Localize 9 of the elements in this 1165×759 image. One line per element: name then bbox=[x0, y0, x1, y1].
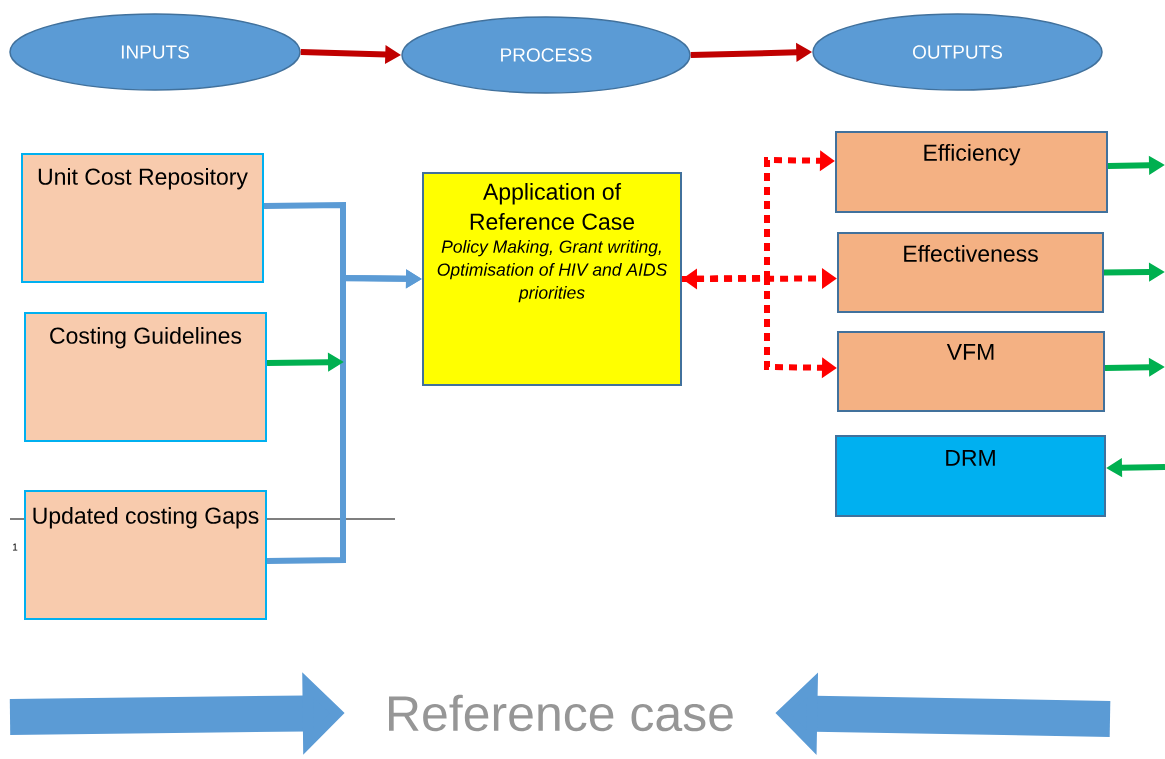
output-box: VFM bbox=[837, 331, 1105, 412]
input-box: Unit Cost Repository bbox=[21, 153, 264, 283]
input-box: Updated costing Gaps bbox=[24, 490, 267, 620]
input-box: Costing Guidelines bbox=[24, 312, 267, 442]
output-box: Effectiveness bbox=[837, 232, 1104, 313]
output-box: DRM bbox=[835, 435, 1106, 517]
heading-text: Reference case bbox=[389, 694, 733, 732]
output-box: Efficiency bbox=[835, 131, 1108, 213]
process-box: Application of Reference Case Policy Making, Grant writing, Optimisation of HIV and AIDS priorities bbox=[422, 172, 682, 386]
